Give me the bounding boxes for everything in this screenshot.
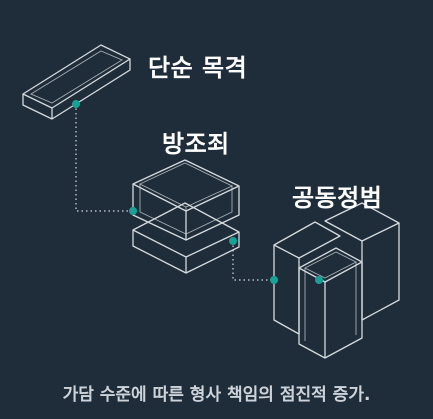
node-witness [72,100,80,108]
slab-simple-witness [22,44,131,120]
connector-witness-to-accessory [75,104,133,212]
node-joint-in [270,276,278,284]
label-joint-principal: 공동정범 [292,184,383,212]
node-accessory-in [129,207,137,215]
caption: 가담 수준에 따른 형사 책임의 점진적 증가. [62,385,371,405]
block-accessory-lower [132,202,240,274]
label-simple-witness: 단순 목격 [148,54,248,82]
node-joint-center [315,276,323,284]
block-accessory-upper [132,159,240,241]
label-accessory: 방조죄 [162,130,230,158]
node-accessory-out [229,237,237,245]
towers-joint-principal [273,202,400,359]
